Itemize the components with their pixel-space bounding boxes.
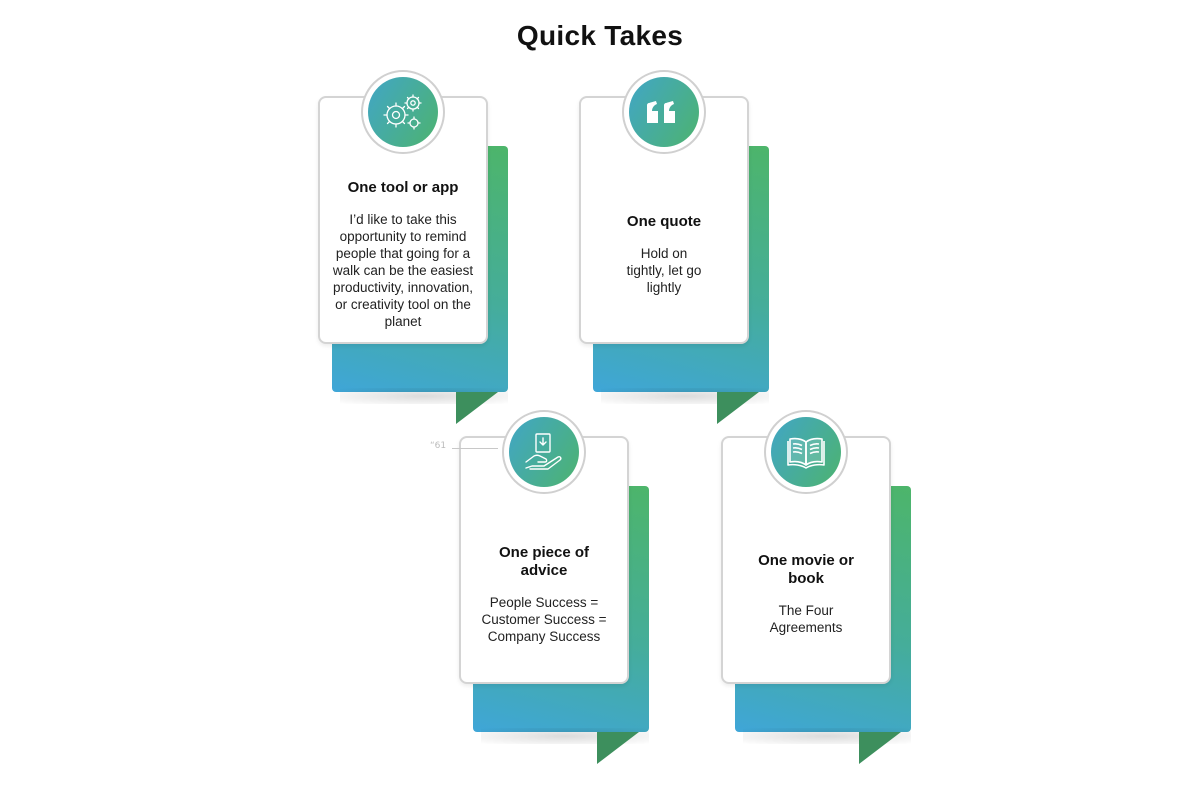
card: One tool or app I’d like to take this op… [318, 96, 488, 344]
ribbon-fold [597, 732, 639, 764]
card-title: One piece of advice [498, 543, 590, 579]
ribbon-fold [456, 392, 498, 424]
quote-icon [629, 77, 699, 147]
hand-holding-card-icon [509, 417, 579, 487]
card-body: One piece of advice People Success = Cus… [461, 508, 627, 680]
quick-take-tool: One tool or app I’d like to take this op… [318, 70, 508, 426]
card-title: One movie or book [758, 552, 854, 587]
card-title: One quote [626, 212, 702, 230]
icon-badge [764, 410, 848, 494]
card-text: The Four Agreements [769, 603, 843, 635]
leader-label: “61 [430, 441, 447, 451]
card-body: One movie or book The Four Agreements [723, 508, 889, 680]
open-book-icon [771, 417, 841, 487]
card-text: Hold on tightly, let go lightly [626, 245, 702, 295]
ribbon-fold [859, 732, 901, 764]
icon-badge [502, 410, 586, 494]
icon-badge [622, 70, 706, 154]
card-body: One tool or app I’d like to take this op… [320, 168, 486, 340]
ribbon-fold [717, 392, 759, 424]
icon-badge [361, 70, 445, 154]
page-title: Quick Takes [516, 20, 684, 51]
gears-icon [368, 77, 438, 147]
quick-take-quote: One quote Hold on tightly, let go lightl… [579, 70, 769, 426]
leader-line [452, 448, 498, 449]
card-text: People Success = Customer Success = Comp… [481, 594, 607, 644]
quick-take-movie-book: One movie or book The Four Agreements [721, 410, 911, 766]
card-body: One quote Hold on tightly, let go lightl… [581, 168, 747, 340]
quick-take-advice: One piece of advice People Success = Cus… [459, 410, 649, 766]
card-text: I’d like to take this opportunity to rem… [332, 211, 474, 329]
card-title: One tool or app [347, 178, 459, 196]
